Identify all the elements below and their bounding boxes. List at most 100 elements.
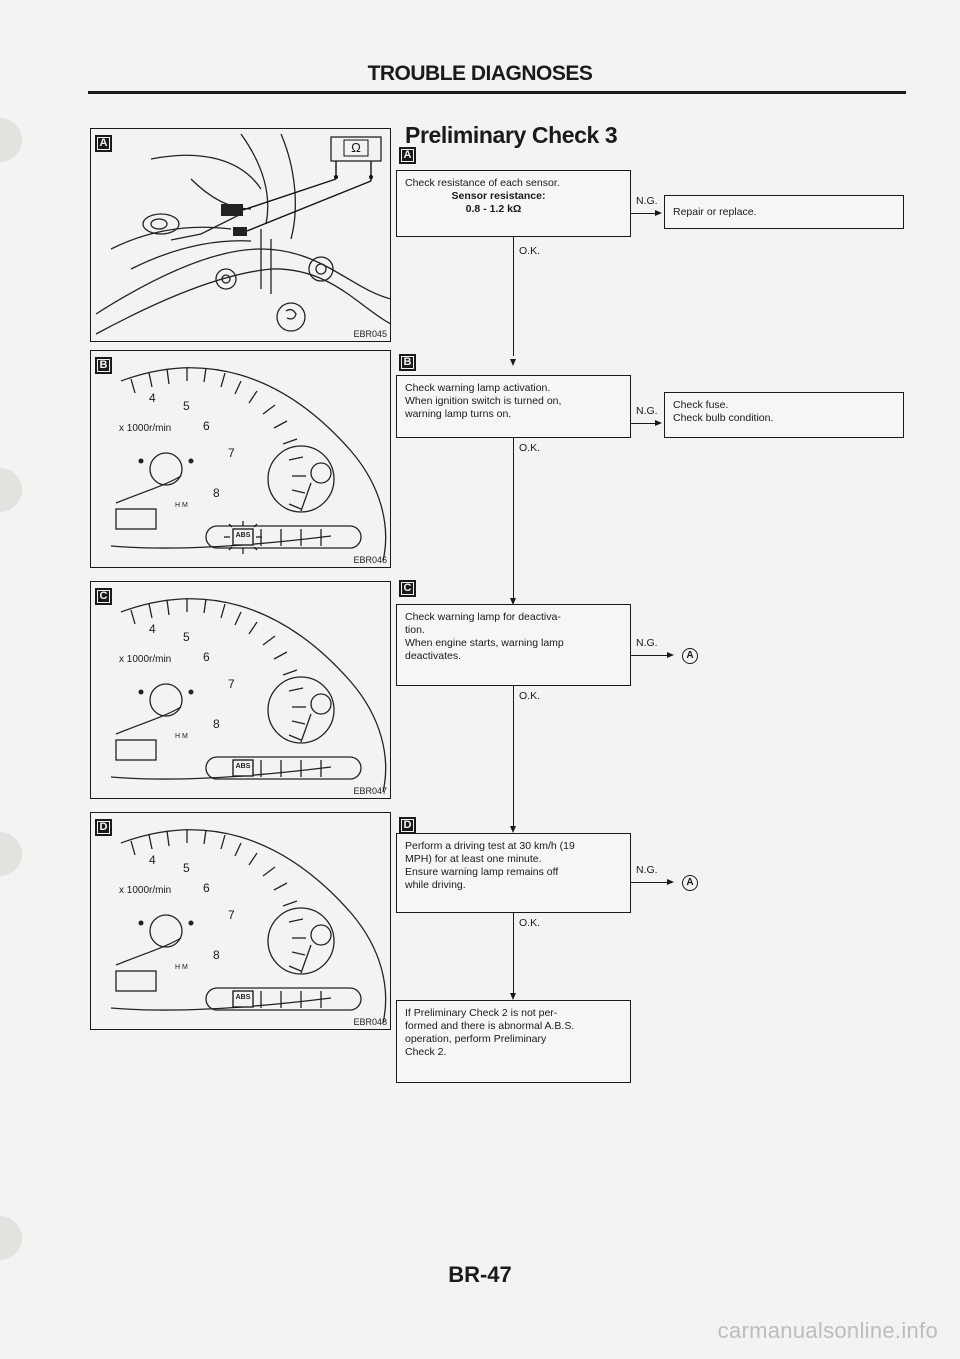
figure-d-panel: D 4 5 x 1000r/min 6 7 8 H M ABS EBR048	[90, 812, 391, 1030]
figure-b-badge: B	[95, 357, 112, 374]
step-c-badge: C	[399, 580, 416, 597]
figure-code: EBR045	[353, 329, 387, 339]
tick-5: 5	[183, 399, 190, 413]
figure-code: EBR048	[353, 1017, 387, 1027]
step-c-text-4: deactivates.	[405, 650, 462, 662]
ng-connector	[631, 882, 667, 883]
final-text-4: Check 2.	[405, 1046, 447, 1058]
abs-warning-lamp-lit: ABS	[235, 532, 251, 539]
arrow-right-icon	[667, 879, 674, 885]
flow-connector	[513, 913, 514, 993]
tick-5: 5	[183, 861, 190, 875]
sensor-resistance-value: 0.8 - 1.2 kΩ	[465, 203, 522, 215]
ok-label: O.K.	[519, 245, 541, 257]
step-c-text-1: Check warning lamp for deactiva-	[405, 611, 561, 623]
step-d-text-1: Perform a driving test at 30 km/h (19	[405, 840, 575, 852]
step-c-text-3: When engine starts, warning lamp	[405, 637, 564, 649]
tick-4: 4	[149, 853, 156, 867]
page-header-title: TROUBLE DIAGNOSES	[367, 62, 593, 85]
step-c-text-2: tion.	[405, 624, 425, 636]
page-number: BR-47	[448, 1262, 512, 1287]
final-text-1: If Preliminary Check 2 is not per-	[405, 1007, 558, 1019]
flow-connector	[513, 438, 514, 598]
step-c-box: Check warning lamp for deactiva- tion. W…	[396, 604, 631, 686]
ok-label: O.K.	[519, 442, 541, 454]
ng-label: N.G.	[636, 405, 658, 417]
step-b-text-1: Check warning lamp activation.	[405, 382, 551, 394]
gauge-unit: x 1000r/min	[119, 885, 172, 896]
arrow-right-icon	[655, 420, 662, 426]
tick-7: 7	[228, 908, 235, 922]
ng-connector	[631, 655, 667, 656]
header-rule	[88, 91, 906, 94]
step-b-text-3: warning lamp turns on.	[405, 408, 512, 420]
binder-hole	[0, 1216, 22, 1260]
flow-connector	[513, 686, 514, 826]
tick-4: 4	[149, 622, 156, 636]
final-text-2: formed and there is abnormal A.B.S.	[405, 1020, 575, 1032]
watermark-text: carmanualsonline.info	[717, 1318, 938, 1343]
binder-hole	[0, 832, 22, 876]
final-text-3: operation, perform Preliminary	[405, 1033, 547, 1045]
arrow-down-icon	[510, 359, 516, 366]
flow-connector	[513, 237, 514, 356]
step-a-badge: A	[399, 147, 416, 164]
ng-label: N.G.	[636, 864, 658, 876]
tick-6: 6	[203, 881, 210, 895]
binder-hole	[0, 468, 22, 512]
step-b-result-1: Check fuse.	[673, 399, 729, 411]
step-b-text-2: When ignition switch is turned on,	[405, 395, 562, 407]
tachometer-illustration	[110, 367, 387, 562]
arrow-down-icon	[510, 826, 516, 833]
ref-a-icon: A	[682, 648, 698, 664]
binder-hole	[0, 118, 22, 162]
ng-connector	[631, 423, 655, 424]
step-b-result-box: Check fuse. Check bulb condition.	[664, 392, 904, 438]
tick-4: 4	[149, 391, 156, 405]
arrow-right-icon	[667, 652, 674, 658]
gauge-unit: x 1000r/min	[119, 654, 172, 665]
step-d-text-3: Ensure warning lamp remains off	[405, 866, 559, 878]
ng-connector	[631, 213, 655, 214]
final-note-box: If Preliminary Check 2 is not per- forme…	[396, 1000, 631, 1083]
sensor-wiring-illustration	[95, 133, 390, 335]
step-b-result-2: Check bulb condition.	[673, 412, 774, 424]
gauge-hm: H M	[175, 733, 188, 740]
step-a-text: Check resistance of each sensor.	[405, 177, 560, 189]
figure-code: EBR046	[353, 555, 387, 565]
section-title: Preliminary Check 3	[405, 122, 618, 148]
step-b-box: Check warning lamp activation. When igni…	[396, 375, 631, 438]
tick-7: 7	[228, 677, 235, 691]
figure-c-badge: C	[95, 588, 112, 605]
ok-label: O.K.	[519, 917, 541, 929]
step-d-box: Perform a driving test at 30 km/h (19 MP…	[396, 833, 631, 913]
step-b-badge: B	[399, 354, 416, 371]
tachometer-illustration	[110, 598, 387, 793]
step-a-box: Check resistance of each sensor. Sensor …	[396, 170, 631, 237]
gauge-hm: H M	[175, 502, 188, 509]
sensor-resistance-label: Sensor resistance:	[451, 190, 546, 202]
arrow-down-icon	[510, 993, 516, 1000]
arrow-right-icon	[655, 210, 662, 216]
tick-6: 6	[203, 419, 210, 433]
figure-a-panel: A Ω EBR045	[90, 128, 391, 342]
gauge-hm: H M	[175, 964, 188, 971]
ok-label: O.K.	[519, 690, 541, 702]
figure-c-panel: C 4 5 x 1000r/min 6 7 8 H M ABS EBR047	[90, 581, 391, 799]
figure-code: EBR047	[353, 786, 387, 796]
abs-warning-lamp-off: ABS	[235, 994, 251, 1001]
step-d-text-4: while driving.	[405, 879, 466, 891]
tick-6: 6	[203, 650, 210, 664]
tick-8: 8	[213, 717, 220, 731]
step-d-badge: D	[399, 817, 416, 834]
arrow-down-icon	[510, 598, 516, 605]
tick-7: 7	[228, 446, 235, 460]
step-d-text-2: MPH) for at least one minute.	[405, 853, 542, 865]
tick-8: 8	[213, 948, 220, 962]
ohm-symbol: Ω	[351, 140, 361, 155]
tachometer-illustration	[110, 829, 387, 1024]
figure-b-panel: B 4 5 x 1000r/min 6 7 8 H M ABS EBR046	[90, 350, 391, 568]
tick-5: 5	[183, 630, 190, 644]
step-a-result-text: Repair or replace.	[673, 206, 757, 218]
figure-a-badge: A	[95, 135, 112, 152]
